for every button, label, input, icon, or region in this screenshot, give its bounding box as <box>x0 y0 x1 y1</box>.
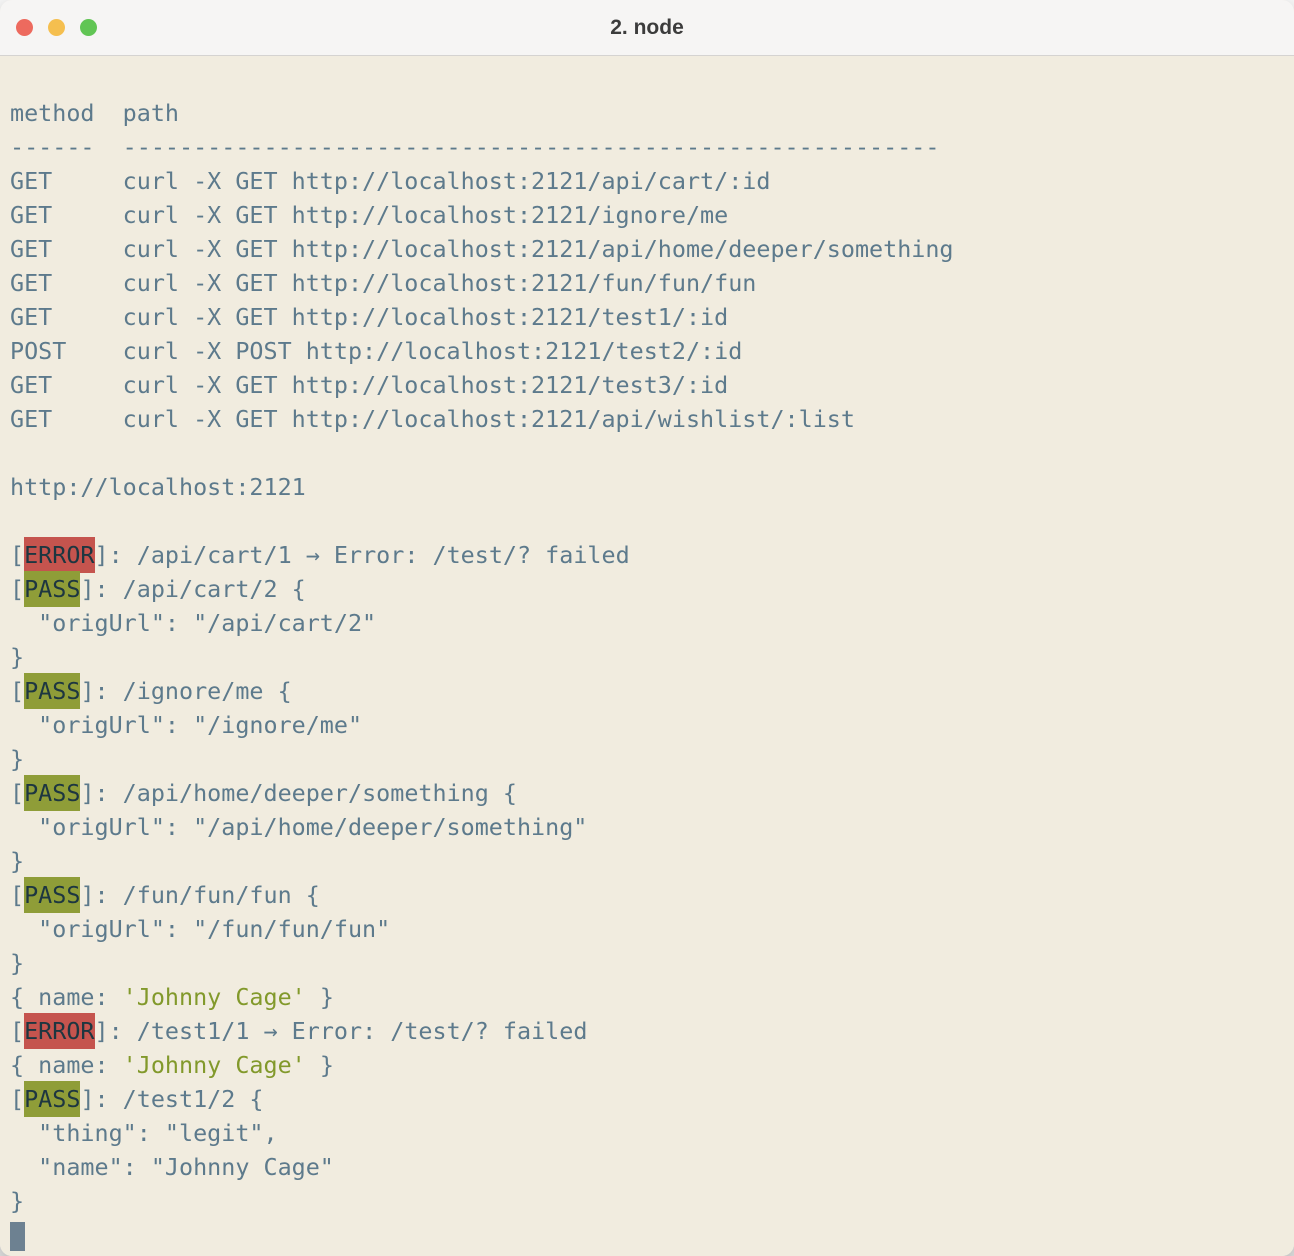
pass-badge: PASS <box>24 1081 81 1117</box>
terminal-line: { name: 'Johnny Cage' } <box>10 980 1284 1014</box>
terminal-line: "origUrl": "/fun/fun/fun" <box>10 912 1284 946</box>
route-table-row: GET curl -X GET http://localhost:2121/fu… <box>10 266 1284 300</box>
pass-badge: PASS <box>24 571 81 607</box>
route-table-row: GET curl -X GET http://localhost:2121/ap… <box>10 164 1284 198</box>
terminal-line: "origUrl": "/api/cart/2" <box>10 606 1284 640</box>
terminal-text: } <box>10 1187 25 1215</box>
terminal-line: [PASS]: /test1/2 { <box>10 1081 1284 1117</box>
terminal-line: [PASS]: /fun/fun/fun { <box>10 877 1284 913</box>
pass-badge: PASS <box>24 673 81 709</box>
route-table-separator: ------ ---------------------------------… <box>10 130 1284 164</box>
terminal-text: [ <box>10 1085 25 1113</box>
terminal-text: } <box>305 1051 334 1079</box>
terminal-text: "origUrl": "/ignore/me" <box>10 711 363 739</box>
terminal-text: GET curl -X GET http://localhost:2121/te… <box>10 371 729 399</box>
terminal-text: [ <box>10 779 25 807</box>
error-badge: ERROR <box>24 537 95 573</box>
zoom-button[interactable] <box>80 19 97 36</box>
terminal-text: [ <box>10 677 25 705</box>
terminal-text: "origUrl": "/api/cart/2" <box>10 609 377 637</box>
terminal-text: ]: /fun/fun/fun { <box>80 881 320 909</box>
terminal-line: "name": "Johnny Cage" <box>10 1150 1284 1184</box>
terminal-text: [ <box>10 541 25 569</box>
window-title: 2. node <box>610 15 684 39</box>
terminal-text: { name: <box>10 983 123 1011</box>
terminal-line <box>10 1218 1284 1252</box>
terminal-text: ]: /api/cart/2 { <box>80 575 306 603</box>
string-literal: 'Johnny Cage' <box>122 983 306 1011</box>
terminal-text: GET curl -X GET http://localhost:2121/ig… <box>10 201 729 229</box>
terminal-text: GET curl -X GET http://localhost:2121/ap… <box>10 405 855 433</box>
terminal-text: ]: /test1/2 { <box>80 1085 264 1113</box>
terminal-text: } <box>10 745 25 773</box>
terminal-text: GET curl -X GET http://localhost:2121/ap… <box>10 235 954 263</box>
pass-badge: PASS <box>24 877 81 913</box>
window-controls <box>16 19 97 36</box>
terminal-text: POST curl -X POST http://localhost:2121/… <box>10 337 743 365</box>
terminal-text: "name": "Johnny Cage" <box>10 1153 334 1181</box>
terminal-line: } <box>10 844 1284 878</box>
terminal-line: { name: 'Johnny Cage' } <box>10 1048 1284 1082</box>
terminal-text: [ <box>10 881 25 909</box>
terminal-text: GET curl -X GET http://localhost:2121/ap… <box>10 167 771 195</box>
route-table-row: GET curl -X GET http://localhost:2121/ig… <box>10 198 1284 232</box>
minimize-button[interactable] <box>48 19 65 36</box>
terminal-line: } <box>10 946 1284 980</box>
terminal-text: method path <box>10 99 179 127</box>
terminal-line: "origUrl": "/api/home/deeper/something" <box>10 810 1284 844</box>
terminal-line <box>10 436 1284 470</box>
route-table-row: GET curl -X GET http://localhost:2121/te… <box>10 368 1284 402</box>
titlebar[interactable]: 2. node <box>0 0 1294 56</box>
terminal-text: ]: /api/home/deeper/something { <box>80 779 517 807</box>
terminal-text: } <box>10 949 25 977</box>
terminal-line: [PASS]: /api/home/deeper/something { <box>10 775 1284 811</box>
terminal-text: ------ ---------------------------------… <box>10 133 940 161</box>
terminal-line: [PASS]: /ignore/me { <box>10 673 1284 709</box>
terminal-line: } <box>10 640 1284 674</box>
close-button[interactable] <box>16 19 33 36</box>
terminal-text: "thing": "legit", <box>10 1119 278 1147</box>
terminal-text: [ <box>10 1017 25 1045</box>
terminal-text: GET curl -X GET http://localhost:2121/fu… <box>10 269 757 297</box>
terminal-text: { name: <box>10 1051 123 1079</box>
terminal-text: } <box>305 983 334 1011</box>
terminal-cursor <box>10 1222 25 1251</box>
terminal-text: http://localhost:2121 <box>10 473 306 501</box>
terminal-text: ]: /test1/1 → Error: /test/? failed <box>94 1017 588 1045</box>
route-table-row: GET curl -X GET http://localhost:2121/ap… <box>10 402 1284 436</box>
terminal-text: } <box>10 847 25 875</box>
string-literal: 'Johnny Cage' <box>122 1051 306 1079</box>
terminal-line: } <box>10 1184 1284 1218</box>
terminal-text: ]: /ignore/me { <box>80 677 292 705</box>
error-badge: ERROR <box>24 1013 95 1049</box>
route-table-row: POST curl -X POST http://localhost:2121/… <box>10 334 1284 368</box>
terminal-text: [ <box>10 575 25 603</box>
terminal-text: } <box>10 643 25 671</box>
route-table-row: GET curl -X GET http://localhost:2121/te… <box>10 300 1284 334</box>
terminal-text: "origUrl": "/fun/fun/fun" <box>10 915 391 943</box>
terminal-line: } <box>10 742 1284 776</box>
terminal-line: "thing": "legit", <box>10 1116 1284 1150</box>
terminal-line: http://localhost:2121 <box>10 470 1284 504</box>
route-table-row: GET curl -X GET http://localhost:2121/ap… <box>10 232 1284 266</box>
terminal-text: GET curl -X GET http://localhost:2121/te… <box>10 303 729 331</box>
terminal-text: "origUrl": "/api/home/deeper/something" <box>10 813 588 841</box>
pass-badge: PASS <box>24 775 81 811</box>
terminal-line: [ERROR]: /api/cart/1 → Error: /test/? fa… <box>10 537 1284 573</box>
terminal-line: "origUrl": "/ignore/me" <box>10 708 1284 742</box>
terminal-line: [PASS]: /api/cart/2 { <box>10 571 1284 607</box>
terminal-screen[interactable]: method path ------ ----------------------… <box>0 56 1294 1256</box>
route-table-header: method path <box>10 96 1284 130</box>
terminal-line <box>10 504 1284 538</box>
terminal-text: ]: /api/cart/1 → Error: /test/? failed <box>94 541 630 569</box>
terminal-line: [ERROR]: /test1/1 → Error: /test/? faile… <box>10 1013 1284 1049</box>
